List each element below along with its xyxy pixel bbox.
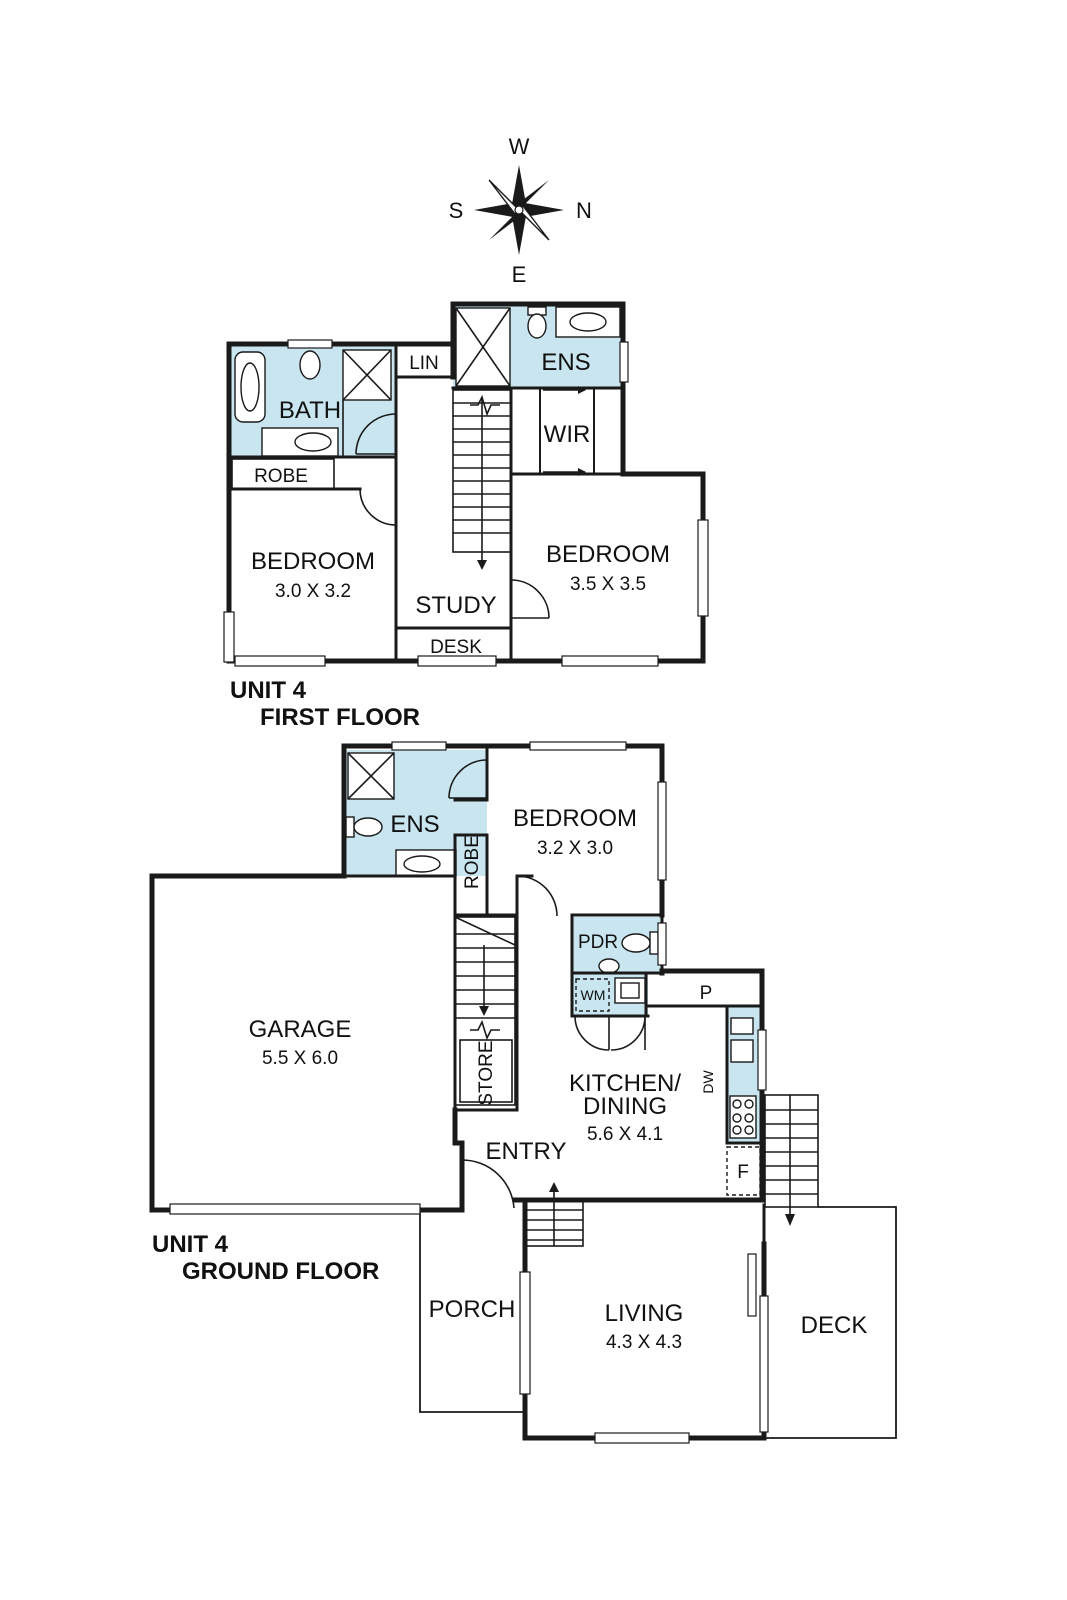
compass-north: N [576, 198, 592, 223]
ff-bedroom-right-label: BEDROOM [546, 541, 670, 568]
compass-rose: W E S N [449, 134, 592, 287]
gf-porch-label: PORCH [429, 1296, 516, 1323]
gf-bedroom-label: BEDROOM [513, 805, 637, 832]
gf-deck-label: DECK [801, 1312, 868, 1339]
ff-title-line2: FIRST FLOOR [260, 704, 420, 731]
gf-pdr-label: PDR [578, 932, 618, 953]
ff-bedroom-right-dims: 3.5 X 3.5 [570, 574, 646, 595]
entry-steps [524, 1182, 584, 1247]
compass-west: W [509, 134, 530, 159]
ff-study-label: STUDY [415, 592, 496, 619]
deck-stairs [764, 1094, 819, 1226]
gf-bedroom-dims: 3.2 X 3.0 [537, 838, 613, 859]
first-floor-plan: BATH LIN ENS WIR ROBE BEDROOM 3.0 X 3.2 … [223, 301, 709, 731]
gf-entry-label: ENTRY [486, 1138, 567, 1165]
gf-ens-label: ENS [390, 811, 439, 838]
ff-lin-label: LIN [409, 353, 439, 374]
gf-kitchen-label: KITCHEN/ [569, 1070, 681, 1097]
compass-east: E [512, 262, 527, 287]
gf-living-label: LIVING [605, 1300, 684, 1327]
ff-robe-label: ROBE [254, 466, 308, 487]
gf-robe-label: ROBE [462, 835, 483, 889]
ff-desk-label: DESK [430, 637, 482, 658]
gf-dw-label: DW [700, 1070, 716, 1094]
gf-wm-label: WM [581, 987, 606, 1003]
gf-kitchen-dims: 5.6 X 4.1 [587, 1124, 663, 1145]
gf-dining-label: DINING [583, 1093, 667, 1120]
gf-pantry-label: P [700, 983, 713, 1004]
ff-bedroom-left-label: BEDROOM [251, 548, 375, 575]
gf-store-label: STORE [476, 1040, 497, 1105]
gf-garage-dims: 5.5 X 6.0 [262, 1048, 338, 1069]
gf-title-line2: GROUND FLOOR [182, 1258, 379, 1285]
compass-south: S [449, 198, 464, 223]
ff-title-line1: UNIT 4 [230, 677, 307, 704]
gf-title-line1: UNIT 4 [152, 1231, 229, 1258]
ff-ens-label: ENS [541, 349, 590, 376]
ff-bath-label: BATH [279, 397, 341, 424]
first-floor-stairs [452, 389, 512, 570]
gf-living-dims: 4.3 X 4.3 [606, 1332, 682, 1353]
gf-fridge-label: F [737, 1162, 749, 1183]
ff-wir-label: WIR [544, 421, 591, 448]
ground-floor-plan: ENS ROBE BEDROOM 3.2 X 3.0 GARAGE 5.5 X … [149, 741, 897, 1444]
ff-bedroom-left-dims: 3.0 X 3.2 [275, 581, 351, 602]
gf-garage-label: GARAGE [249, 1016, 352, 1043]
